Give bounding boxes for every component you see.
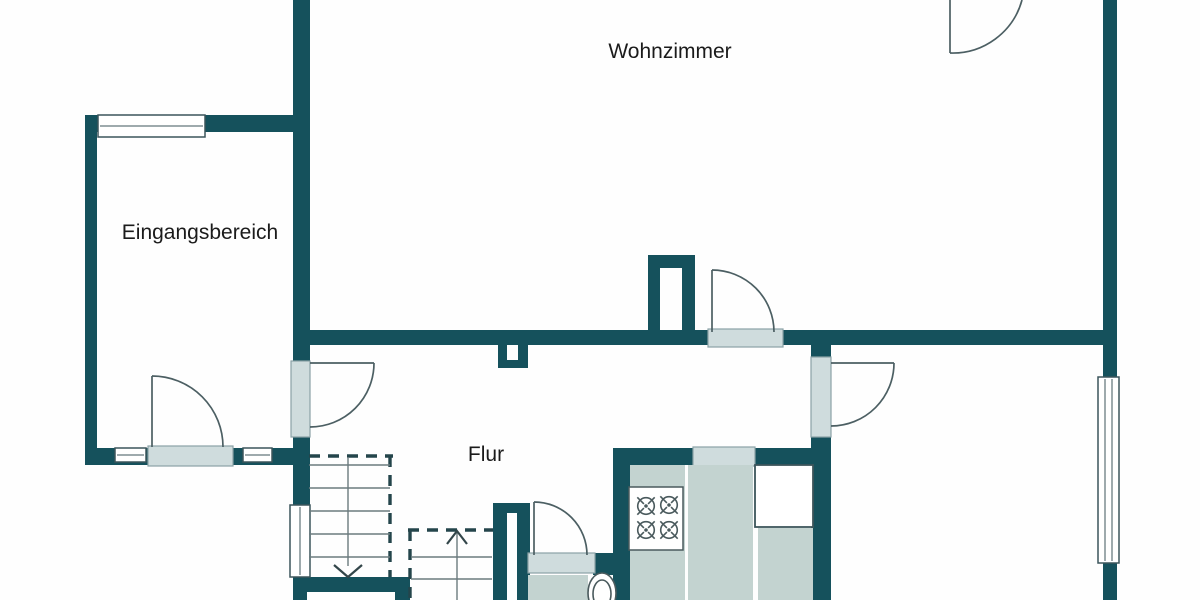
entrance-hall-threshold xyxy=(290,360,311,438)
entrance-to-hall-door xyxy=(309,362,375,428)
duct-shaft xyxy=(493,503,530,600)
windows xyxy=(97,114,1120,578)
up-arrow-icon xyxy=(446,529,468,545)
kitchen-appliance-box xyxy=(754,464,814,528)
wall-segment xyxy=(1103,563,1117,600)
chimney-flue xyxy=(660,268,682,330)
wall-segment xyxy=(85,115,97,465)
living-room-top-door xyxy=(949,0,1023,54)
toilet-bowl xyxy=(592,579,612,600)
wall-segment xyxy=(613,465,630,600)
shaft-flue xyxy=(507,513,517,600)
wall-segment xyxy=(293,0,310,361)
kitchen-counter-middle xyxy=(688,465,753,600)
wall-segment xyxy=(811,345,831,358)
entry-door xyxy=(151,375,224,448)
wall-segment xyxy=(293,330,1117,345)
right-room-threshold xyxy=(810,356,832,438)
wc-door xyxy=(533,501,588,556)
bottom-door-slot xyxy=(307,592,395,600)
down-arrow-icon xyxy=(333,564,363,579)
hall-to-right-room-door xyxy=(830,362,895,427)
door-thresholds xyxy=(147,328,832,574)
stove xyxy=(628,486,684,551)
hall-to-living-room-door xyxy=(711,269,775,333)
kitchen xyxy=(628,464,814,600)
living-room-threshold xyxy=(707,328,784,348)
door-swings xyxy=(151,0,1023,556)
room-label-eingangsbereich: Eingangsbereich xyxy=(121,221,279,244)
room-label-wohnzimmer: Wohnzimmer xyxy=(608,40,732,63)
duct-flue xyxy=(507,345,518,360)
serving-hatch xyxy=(692,446,756,467)
wc-vanity xyxy=(528,575,588,600)
chimney-shaft xyxy=(648,255,695,330)
room-label-flur: Flur xyxy=(467,443,505,466)
wall-segment xyxy=(593,553,615,575)
walls xyxy=(85,0,1117,600)
wc-threshold xyxy=(527,552,596,574)
kitchen-counter-right xyxy=(758,528,813,600)
wall-segment xyxy=(1103,0,1117,377)
stairs-up xyxy=(408,528,493,600)
wc xyxy=(528,572,617,600)
stairs-down xyxy=(309,454,393,579)
duct-stub xyxy=(498,345,528,368)
entry-door-threshold xyxy=(147,445,234,467)
right-room-east-window xyxy=(1097,376,1120,564)
wall-segment xyxy=(293,437,310,505)
wall-segment xyxy=(811,437,831,600)
